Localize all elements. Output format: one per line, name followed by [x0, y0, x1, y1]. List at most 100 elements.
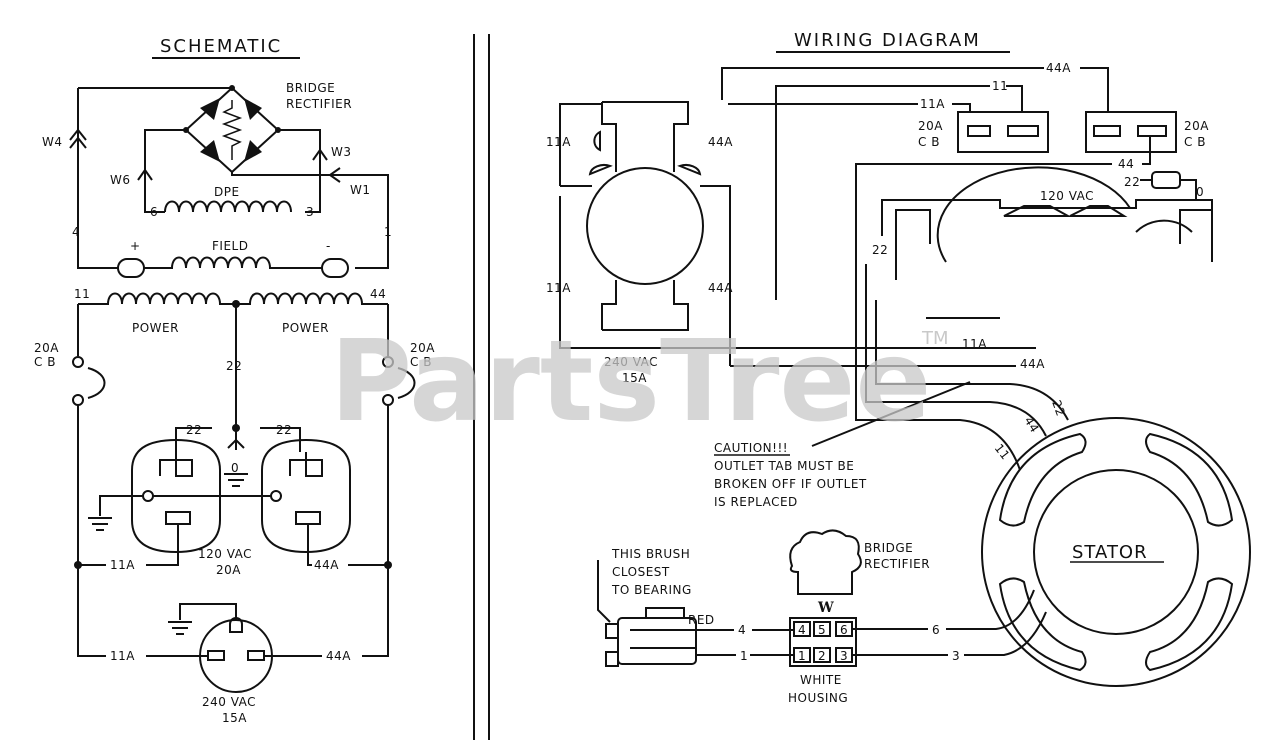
neutral-branch-wires — [175, 427, 301, 452]
caution-line-3: BROKEN OFF IF OUTLET — [714, 477, 867, 491]
terminal-5: 5 — [818, 623, 826, 637]
wire-11-top — [775, 85, 1023, 300]
w4-label: W4 — [42, 135, 63, 149]
power-wire-11-label: 11 — [74, 287, 90, 301]
bridge-rectifier-cloud — [789, 529, 862, 595]
w1-wire — [231, 172, 330, 176]
caution-line-2: OUTLET TAB MUST BE — [714, 459, 854, 473]
wire-44-mid-label: 44 — [1118, 157, 1134, 171]
bridge-rectifier-label-2: RECTIFIER — [286, 97, 352, 111]
brush-holder — [605, 607, 697, 667]
cb-left-terminal-1 — [967, 125, 991, 137]
field-minus: - — [326, 239, 331, 253]
dpe-right-terminal: 3 — [306, 205, 314, 219]
w1-connector — [328, 167, 341, 183]
wire-6-to-stator — [852, 589, 1035, 630]
neutral-22-label: 22 — [226, 359, 242, 373]
wire-44-mid — [855, 136, 1151, 300]
right-cb-contact-top — [382, 356, 394, 368]
outlet-left-slot — [165, 511, 191, 525]
field-label: FIELD — [212, 239, 248, 253]
terminal-1: 1 — [798, 649, 806, 663]
rec-11a-lower: 11A — [546, 281, 571, 295]
cb-left-box — [957, 111, 1049, 153]
field-brush-right — [321, 258, 349, 278]
rec-44a-upper: 44A — [708, 135, 733, 149]
outlet-right-ground-slot — [289, 452, 323, 477]
stator-11-label: 11 — [992, 441, 1013, 462]
left-cb-label-1: 20A — [34, 341, 59, 355]
outlet-240-44a-label: 44A — [326, 649, 351, 663]
rec-120-22-left: 22 — [872, 243, 888, 257]
left-field-wire — [77, 88, 118, 269]
stator-22-label: 22 — [1049, 398, 1068, 418]
w6-wire — [144, 129, 186, 213]
bridge-rectifier-symbol — [183, 85, 281, 174]
bridge-label-2: RECTIFIER — [864, 557, 930, 571]
wire-3-label: 3 — [952, 649, 960, 663]
w3-wire — [278, 129, 321, 213]
w1-label: W1 — [350, 183, 371, 197]
watermark: PartsTree — [330, 317, 931, 447]
outlet-240-label-1: 240 VAC — [202, 695, 256, 709]
outlet-11a-label: 11A — [110, 558, 135, 572]
bridge-label-1: BRIDGE — [864, 541, 913, 555]
wire-11a-top — [728, 103, 971, 112]
outlet-120-label-1: 120 VAC — [198, 547, 252, 561]
stator-44-label: 44 — [1021, 414, 1042, 435]
outlet-hot-wires — [78, 548, 388, 566]
w3-label: W3 — [331, 145, 352, 159]
cb-right-terminal-2 — [1137, 125, 1167, 137]
stator-label: STATOR — [1072, 542, 1148, 563]
rec-11a-upper: 11A — [546, 135, 571, 149]
cb-right-terminal-1 — [1093, 125, 1121, 137]
ground-symbol-left — [88, 517, 112, 531]
wire-44a-top — [721, 67, 1109, 112]
outlet-left-ground-slot — [159, 452, 193, 477]
wiring-title: WIRING DIAGRAM — [794, 30, 981, 51]
right-cb-label-1: 20A — [410, 341, 435, 355]
brush-line-3: TO BEARING — [611, 583, 692, 597]
wire-6-label: 6 — [932, 623, 940, 637]
stator-assembly — [981, 417, 1251, 687]
outlet-hot-stubs — [177, 524, 309, 548]
ground-symbol-center — [224, 428, 248, 487]
terminal-4: 4 — [798, 623, 806, 637]
cb-right-label-1: 20A — [1184, 119, 1209, 133]
rec-120-label: 120 VAC — [1040, 189, 1094, 203]
field-coil — [144, 256, 322, 269]
rec-240-label-1: 240 VAC — [604, 355, 658, 369]
outlet-240-right-slot — [247, 650, 265, 661]
cb-left-label-2: C B — [918, 135, 940, 149]
outlet-240-label-2: 15A — [222, 711, 247, 725]
wiring-partial-wires — [865, 264, 1000, 319]
left-cb-arc — [87, 367, 106, 399]
schematic-title: SCHEMATIC — [160, 36, 282, 57]
right-cb-contact-bottom — [382, 394, 394, 406]
brush-line-1: THIS BRUSH — [611, 547, 690, 561]
terminal-2: 2 — [818, 649, 826, 663]
wiring-panel: WIRING DIAGRAM 44A 11 11A 20A C B 20A C … — [546, 30, 1251, 705]
outlet-right-slot — [295, 511, 321, 525]
neutral-right-22: 22 — [276, 423, 292, 437]
left-cb-contact-top — [72, 356, 84, 368]
outlet-120-left — [131, 438, 221, 554]
housing-label-1: WHITE — [800, 673, 842, 687]
outlet-left-ground-terminal — [142, 490, 154, 502]
rec-120-0-label: 0 — [1196, 185, 1204, 199]
wire-11a-top-label: 11A — [920, 97, 945, 111]
w3-connector — [312, 148, 328, 161]
wire-11-top-label: 11 — [992, 79, 1008, 93]
receptacle-120 — [881, 166, 1213, 280]
receptacle-240 — [559, 101, 1036, 366]
outlet-240-11a-label: 11A — [110, 649, 135, 663]
w6-label: W6 — [110, 173, 131, 187]
neutral-left-22: 22 — [186, 423, 202, 437]
field-plus: + — [130, 239, 141, 253]
dpe-label: DPE — [214, 185, 240, 199]
bridge-w-label: W — [817, 600, 835, 616]
w6-connector — [137, 168, 153, 181]
wire-4-label: 4 — [738, 623, 746, 637]
brush-leader — [597, 560, 611, 623]
